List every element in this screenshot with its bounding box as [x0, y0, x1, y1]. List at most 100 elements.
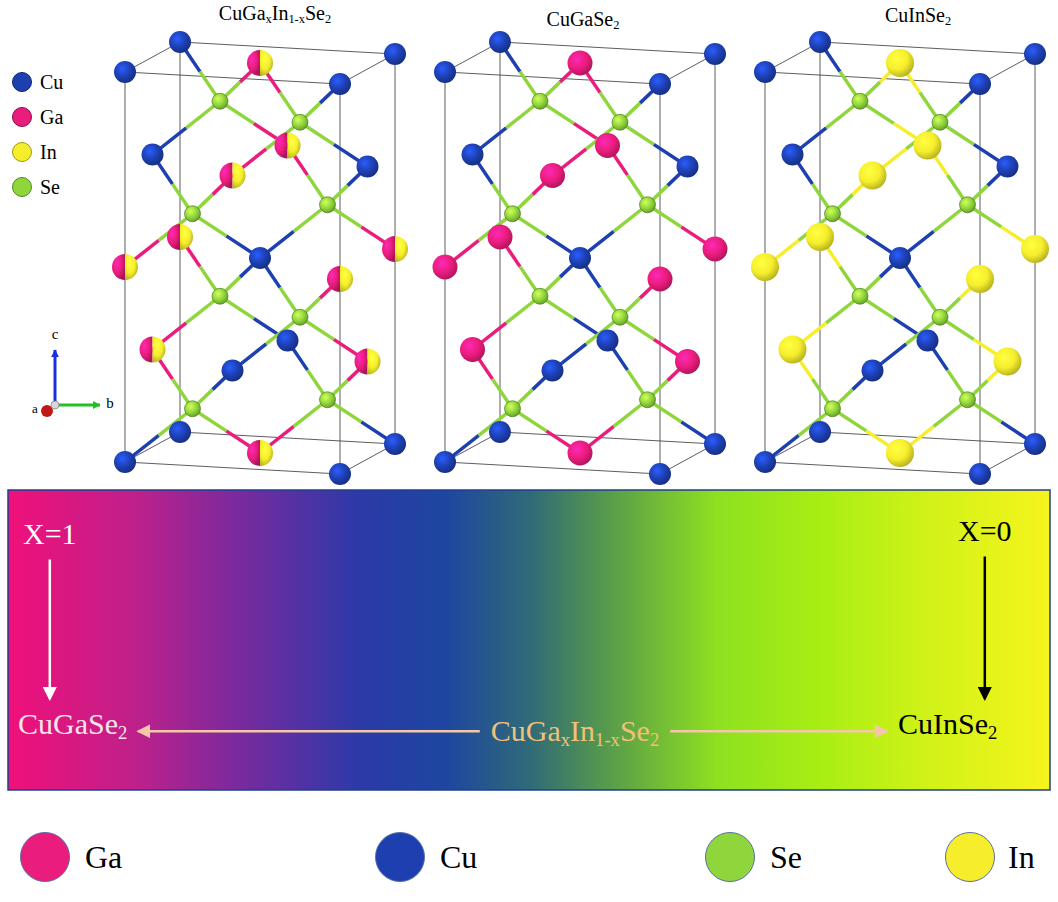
- cu-atom: [997, 156, 1019, 178]
- cu-atom: [329, 73, 351, 95]
- element-symbol: In: [272, 2, 289, 24]
- se-atom: [292, 114, 308, 130]
- cu-atom: [542, 360, 564, 382]
- cell-edge: [765, 462, 980, 474]
- legend-swatch: [375, 832, 425, 882]
- cu-atom: [169, 421, 191, 443]
- cu-atom: [277, 330, 299, 352]
- se-atom: [532, 288, 548, 304]
- alloy-label: CuGaxIn1-xSe2: [488, 712, 662, 751]
- composition-value: X=1: [20, 515, 80, 554]
- cu-atom: [754, 61, 776, 83]
- legend-swatch: [12, 72, 32, 92]
- cu-atom: [384, 43, 406, 65]
- element-symbol: Se: [305, 2, 325, 24]
- cell-edge: [445, 462, 660, 474]
- ga-half: [167, 224, 180, 250]
- cu-atom: [917, 330, 939, 352]
- structure-title: CuGaSe2: [547, 8, 620, 31]
- mixed-ga-in-atom: [275, 133, 301, 159]
- axis-origin: [51, 401, 59, 409]
- mixed-ga-in-atom: [355, 349, 381, 375]
- element-symbol: Cu: [491, 714, 526, 747]
- cu-atom: [969, 463, 991, 485]
- cu-atom: [569, 247, 591, 269]
- se-atom: [212, 288, 228, 304]
- in-atom: [886, 439, 914, 467]
- legend-label: Ga: [40, 106, 63, 129]
- ga-atom: [675, 349, 700, 374]
- in-half: [260, 50, 273, 76]
- in-atom: [994, 348, 1022, 376]
- subscript: x: [561, 729, 570, 750]
- cu-atom: [142, 144, 164, 166]
- subscript: 2: [988, 722, 997, 743]
- subscript: 2: [650, 729, 659, 750]
- in-half: [180, 224, 193, 250]
- legend-label: Ga: [85, 839, 122, 876]
- legend-label: In: [40, 141, 57, 164]
- element-symbol: Se: [925, 4, 945, 26]
- legend-swatch: [20, 832, 70, 882]
- legend-label: Se: [770, 839, 802, 876]
- element-symbol: Se: [620, 714, 650, 747]
- se-atom: [185, 206, 201, 222]
- cu-atom: [222, 360, 244, 382]
- mixed-ga-in-atom: [247, 440, 273, 466]
- in-atom: [914, 132, 942, 160]
- mixed-ga-in-atom: [327, 266, 353, 292]
- cu-atom: [969, 73, 991, 95]
- se-atom: [320, 392, 336, 408]
- in-atom: [886, 49, 914, 77]
- cu-atom: [649, 463, 671, 485]
- in-half: [288, 133, 301, 159]
- in-atom: [966, 265, 994, 293]
- cell-edge: [445, 72, 660, 84]
- cell-edge: [765, 72, 980, 84]
- mixed-ga-in-atom: [382, 236, 408, 262]
- in-half: [340, 266, 353, 292]
- node-text: X=0: [955, 512, 1015, 551]
- legend-label: Cu: [40, 71, 63, 94]
- element-symbol: Cu: [40, 71, 63, 93]
- cell-edge: [820, 42, 1035, 54]
- structure-title: CuInSe2: [885, 4, 951, 27]
- in-half: [125, 254, 138, 280]
- legend-swatch: [12, 177, 32, 197]
- crystal-structures: [112, 31, 1049, 485]
- se-atom: [640, 392, 656, 408]
- se-atom: [505, 206, 521, 222]
- element-symbol: Ga: [526, 714, 561, 747]
- element-symbol: In: [1008, 839, 1035, 875]
- cu-atom: [597, 330, 619, 352]
- ga-half: [327, 266, 340, 292]
- se-atom: [932, 114, 948, 130]
- in-atom: [859, 162, 887, 190]
- cu-atom: [1024, 433, 1046, 455]
- cu-atom: [357, 156, 379, 178]
- legend-swatch: [705, 832, 755, 882]
- ga-atom: [540, 163, 565, 188]
- axis-triad: [41, 350, 100, 417]
- in-atom: [751, 253, 779, 281]
- composition-gradient-band: [8, 490, 1050, 790]
- se-atom: [292, 309, 308, 325]
- cu-atom: [782, 144, 804, 166]
- in-half: [395, 236, 408, 262]
- ga-atom: [568, 441, 593, 466]
- element-symbol: Se: [770, 839, 802, 875]
- element-symbol: Cu: [219, 2, 242, 24]
- cell-edge: [820, 432, 1035, 444]
- ga-atom: [703, 237, 728, 262]
- cu-atom: [677, 156, 699, 178]
- se-atom: [825, 401, 841, 417]
- cu-atom: [754, 451, 776, 473]
- subscript: 2: [613, 18, 619, 32]
- element-symbol: Ga: [40, 106, 63, 128]
- unit-cell: [751, 31, 1049, 485]
- element-symbol: Ga: [53, 707, 88, 740]
- ga-atom: [595, 133, 620, 158]
- mixed-ga-in-atom: [112, 254, 138, 280]
